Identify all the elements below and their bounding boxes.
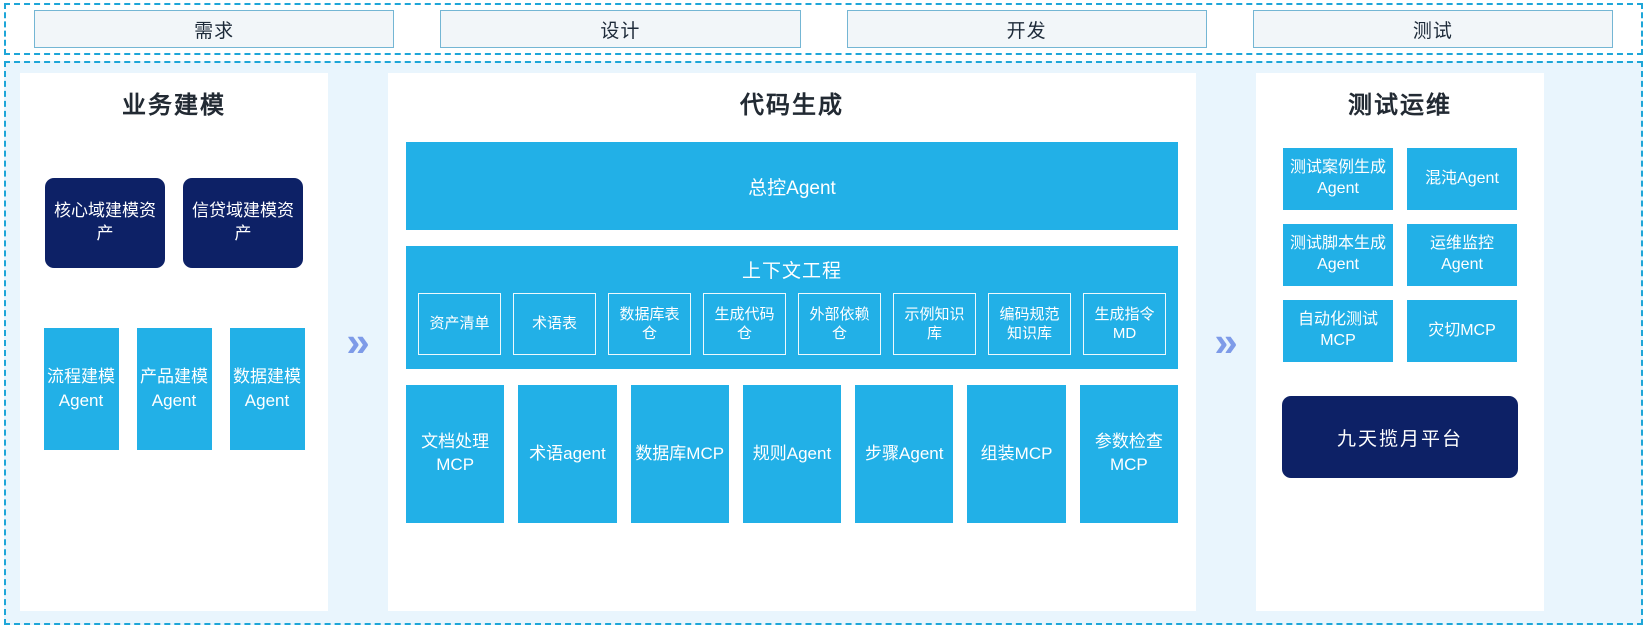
test-ops-card-grid: 测试案例生成Agent 混沌Agent 测试脚本生成Agent 运维监控Agen… [1283, 148, 1517, 362]
context-chip-label: 示例知识库 [904, 305, 965, 343]
ops-card-disaster-recovery-mcp[interactable]: 灾切MCP [1407, 300, 1517, 362]
agent-card-label: 流程建模Agent [47, 367, 115, 410]
context-chip-generation-instruction-md[interactable]: 生成指令MD [1083, 293, 1166, 355]
tool-card-label: 术语agent [529, 443, 606, 463]
agent-card-label: 数据建模Agent [233, 367, 301, 410]
ops-card-test-case-generation-agent[interactable]: 测试案例生成Agent [1283, 148, 1393, 210]
panel-title-code-generation: 代码生成 [740, 92, 844, 119]
tool-card-rule-agent[interactable]: 规则Agent [742, 385, 842, 523]
context-chip-label: 外部依赖仓 [809, 305, 870, 343]
tool-card-label: 参数检查MCP [1094, 432, 1163, 474]
ops-card-label: 混沌Agent [1425, 169, 1499, 187]
context-chip-external-deps-repo[interactable]: 外部依赖仓 [798, 293, 881, 355]
stage-label: 需求 [194, 20, 235, 42]
stage-label: 开发 [1006, 20, 1047, 42]
context-chip-generated-code-repo[interactable]: 生成代码仓 [703, 293, 786, 355]
stage-box-design[interactable]: 设计 [440, 10, 801, 48]
tool-card-parameter-check-mcp[interactable]: 参数检查MCP [1079, 385, 1178, 523]
context-chip-row: 资产清单 术语表 数据库表仓 生成代码仓 外部依赖仓 示例知识库 编码规范知识库… [418, 293, 1166, 355]
agent-card-product-modeling[interactable]: 产品建模Agent [136, 328, 212, 450]
agent-card-label: 产品建模Agent [140, 367, 208, 410]
context-chip-label: 术语表 [531, 315, 577, 333]
double-chevron-right-icon: » [346, 318, 370, 365]
ops-card-label: 运维监控Agent [1429, 235, 1494, 273]
asset-card-credit-domain[interactable]: 信贷域建模资产 [183, 178, 303, 268]
asset-card-label: 信贷域建模资产 [192, 201, 294, 243]
context-chip-coding-standard-kb[interactable]: 编码规范知识库 [988, 293, 1071, 355]
ops-card-label: 自动化测试MCP [1297, 311, 1378, 349]
context-chip-label: 生成指令MD [1094, 305, 1155, 343]
stage-box-testing[interactable]: 测试 [1252, 10, 1613, 48]
panel-business-modeling: 业务建模 核心域建模资产 信贷域建模资产 流程建模Agent 产品建模Agent… [20, 73, 328, 611]
stage-label: 测试 [1412, 20, 1453, 42]
context-chip-asset-list[interactable]: 资产清单 [418, 293, 501, 355]
context-chip-db-table-repo[interactable]: 数据库表仓 [608, 293, 691, 355]
stage-label: 设计 [600, 20, 641, 42]
ops-card-test-script-generation-agent[interactable]: 测试脚本生成Agent [1283, 224, 1393, 286]
tool-card-assembly-mcp[interactable]: 组装MCP [967, 385, 1066, 523]
tool-card-glossary-agent[interactable]: 术语agent [518, 385, 617, 523]
business-agent-group: 流程建模Agent 产品建模Agent 数据建模Agent [43, 328, 305, 450]
context-chip-example-knowledge-base[interactable]: 示例知识库 [893, 293, 976, 355]
tool-card-label: 文档处理MCP [421, 432, 490, 474]
tool-card-document-processing-mcp[interactable]: 文档处理MCP [406, 385, 505, 523]
context-chip-label: 编码规范知识库 [999, 305, 1060, 343]
context-chip-label: 生成代码仓 [714, 305, 775, 343]
tool-card-row: 文档处理MCP 术语agent 数据库MCP 规则Agent 步骤Agent 组… [406, 385, 1178, 523]
stage-box-development[interactable]: 开发 [846, 10, 1207, 48]
tool-card-label: 规则Agent [752, 443, 832, 463]
double-chevron-right-icon-2: » [1214, 318, 1238, 365]
panel-title-test-ops: 测试运维 [1348, 92, 1452, 119]
platform-card-jiutian[interactable]: 九天揽月平台 [1282, 396, 1518, 478]
ops-card-label: 测试脚本生成Agent [1289, 235, 1386, 273]
ops-card-label: 测试案例生成Agent [1289, 159, 1386, 197]
code-generation-body: 总控Agent 上下文工程 资产清单 术语表 数据库表仓 生成代码仓 外部依赖仓… [388, 130, 1196, 523]
business-asset-group: 核心域建模资产 信贷域建模资产 [45, 178, 303, 268]
asset-card-label: 核心域建模资产 [54, 201, 156, 243]
master-agent-card[interactable]: 总控Agent [406, 142, 1178, 230]
ops-card-automated-test-mcp[interactable]: 自动化测试MCP [1283, 300, 1393, 362]
context-chip-label: 数据库表仓 [619, 305, 680, 343]
tool-card-label: 组装MCP [980, 443, 1053, 463]
ops-card-ops-monitoring-agent[interactable]: 运维监控Agent [1407, 224, 1517, 286]
panel-test-ops: 测试运维 测试案例生成Agent 混沌Agent 测试脚本生成Agent 运维监… [1256, 73, 1544, 611]
context-chip-label: 资产清单 [429, 315, 490, 333]
master-agent-label: 总控Agent [748, 177, 836, 199]
agent-card-data-modeling[interactable]: 数据建模Agent [229, 328, 305, 450]
panel-title-business-modeling: 业务建模 [122, 92, 226, 119]
context-engineering-block: 上下文工程 资产清单 术语表 数据库表仓 生成代码仓 外部依赖仓 示例知识库 编… [406, 246, 1178, 369]
tool-card-label: 步骤Agent [865, 443, 944, 463]
tool-card-database-mcp[interactable]: 数据库MCP [630, 385, 729, 523]
main-diagram-area: 业务建模 核心域建模资产 信贷域建模资产 流程建模Agent 产品建模Agent… [4, 61, 1643, 625]
ops-card-chaos-agent[interactable]: 混沌Agent [1407, 148, 1517, 210]
platform-card-label: 九天揽月平台 [1336, 428, 1463, 450]
asset-card-core-domain[interactable]: 核心域建模资产 [45, 178, 165, 268]
ops-card-label: 灾切MCP [1428, 321, 1496, 339]
tool-card-label: 数据库MCP [635, 443, 725, 463]
panel-code-generation: 代码生成 总控Agent 上下文工程 资产清单 术语表 数据库表仓 生成代码仓 … [388, 73, 1196, 611]
context-engineering-title: 上下文工程 [741, 261, 842, 282]
stage-strip: 需求 设计 开发 测试 [4, 3, 1643, 55]
agent-card-process-modeling[interactable]: 流程建模Agent [43, 328, 119, 450]
tool-card-step-agent[interactable]: 步骤Agent [855, 385, 954, 523]
stage-box-requirements[interactable]: 需求 [34, 10, 395, 48]
context-chip-glossary[interactable]: 术语表 [513, 293, 596, 355]
